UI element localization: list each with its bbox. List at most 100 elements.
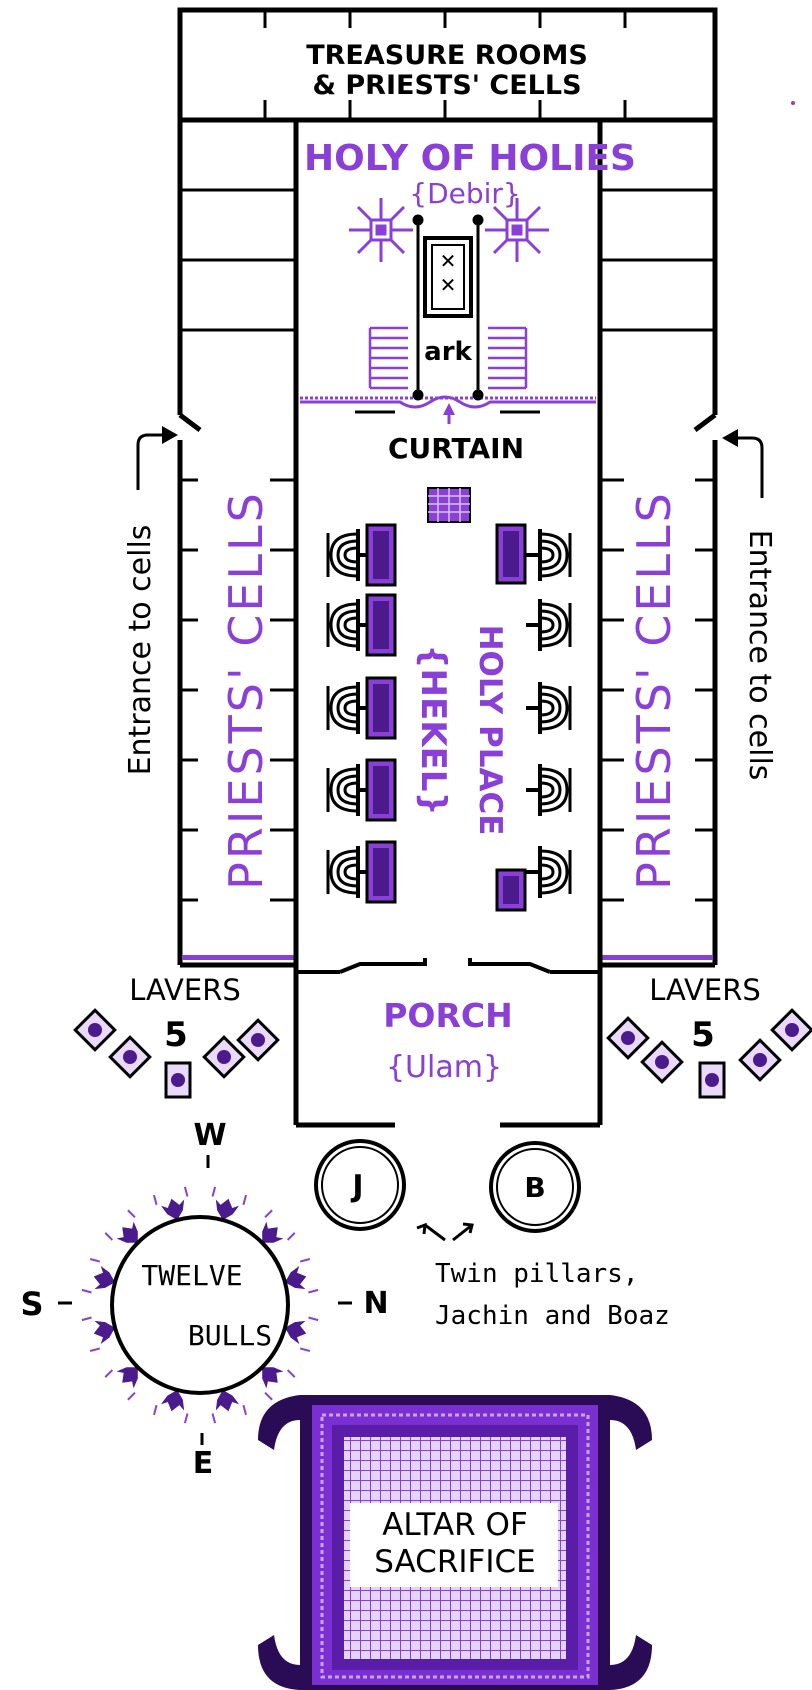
entrance-right-arrow-icon bbox=[722, 429, 764, 498]
lampstand-icon bbox=[326, 599, 372, 651]
bull-icon bbox=[211, 1186, 247, 1220]
compass-west: W bbox=[193, 1118, 226, 1153]
entrance-left-label: Entrance to cells bbox=[123, 525, 158, 776]
porch-label: PORCH bbox=[383, 996, 513, 1035]
priests-cells-right-label: PRIESTS' CELLS bbox=[627, 490, 681, 890]
lampstand-icon bbox=[526, 682, 572, 734]
bull-icon bbox=[81, 1258, 115, 1294]
ark-mercy-seat-icon-2: ✕ bbox=[440, 273, 457, 297]
entrance-right-label: Entrance to cells bbox=[742, 530, 777, 781]
pillars-pointer-icon bbox=[416, 1222, 474, 1242]
altar-of-sacrifice bbox=[258, 1395, 652, 1690]
compass-north: N bbox=[363, 1286, 388, 1321]
laver-icon bbox=[770, 1008, 812, 1052]
showbread-table bbox=[365, 523, 397, 587]
bulls-label-1: TWELVE bbox=[141, 1259, 242, 1292]
bull-icon bbox=[104, 1367, 138, 1401]
showbread-table bbox=[495, 523, 527, 585]
bull-icon bbox=[262, 1367, 296, 1401]
stray-dot bbox=[791, 101, 795, 105]
showbread-table bbox=[365, 676, 397, 740]
lavers-right-count: 5 bbox=[691, 1015, 715, 1055]
bull-icon bbox=[285, 1316, 319, 1352]
pillar-jachin bbox=[314, 1139, 406, 1231]
lampstands-right bbox=[495, 523, 572, 912]
laver-icon bbox=[164, 1061, 192, 1099]
bulls-ring bbox=[81, 1186, 319, 1424]
lampstand-icon bbox=[326, 846, 372, 898]
porch-doorway bbox=[296, 958, 600, 974]
bull-icon bbox=[104, 1209, 138, 1243]
entrance-left-arrow-icon bbox=[136, 426, 178, 490]
lavers-right-group bbox=[606, 1008, 812, 1099]
pillars-caption-1: Twin pillars, bbox=[435, 1259, 639, 1289]
treasure-rooms-label-2: & PRIESTS' CELLS bbox=[312, 70, 581, 101]
lampstand-icon bbox=[526, 529, 572, 581]
bull-icon bbox=[211, 1390, 247, 1424]
bull-icon bbox=[262, 1209, 296, 1243]
lavers-left-count: 5 bbox=[164, 1015, 188, 1055]
debir-label: {Debir} bbox=[409, 177, 520, 210]
treasure-room-dividers bbox=[263, 10, 627, 120]
curtain bbox=[300, 395, 596, 424]
lampstand-icon bbox=[326, 764, 372, 816]
showbread-table bbox=[365, 758, 397, 822]
bulls-label-2: BULLS bbox=[188, 1319, 272, 1352]
altar-label-1: ALTAR OF bbox=[382, 1507, 528, 1543]
lampstand-icon bbox=[526, 599, 572, 651]
holy-of-holies-title: HOLY OF HOLIES bbox=[304, 138, 636, 179]
sanctuary-walls bbox=[293, 117, 603, 1128]
lavers-left-group bbox=[73, 1008, 280, 1099]
showbread-table bbox=[495, 868, 527, 912]
pillars-caption-2: Jachin and Boaz bbox=[435, 1301, 670, 1331]
holy-place-label: HOLY PLACE bbox=[472, 625, 508, 836]
upper-cell-dividers bbox=[180, 188, 715, 332]
lampstand-icon bbox=[526, 764, 572, 816]
laver-icon bbox=[236, 1018, 280, 1062]
right-cells-base bbox=[600, 955, 713, 960]
laver-icon bbox=[606, 1016, 650, 1060]
ark-box bbox=[423, 236, 473, 318]
bull-icon bbox=[153, 1186, 189, 1220]
lower-cell-dividers bbox=[180, 478, 715, 902]
steps-left bbox=[368, 326, 408, 390]
bronze-sea-basin bbox=[110, 1215, 290, 1395]
laver-icon bbox=[73, 1008, 117, 1052]
bull-icon bbox=[285, 1258, 319, 1294]
compass-east: E bbox=[193, 1446, 214, 1481]
ark-mercy-seat-icon: ✕ bbox=[440, 249, 457, 273]
curtain-label: CURTAIN bbox=[388, 432, 524, 465]
lampstands-left bbox=[326, 523, 397, 904]
steps-right bbox=[488, 326, 528, 390]
lavers-right-label: LAVERS bbox=[649, 973, 761, 1007]
showbread-table bbox=[365, 593, 397, 657]
altar-label-2: SACRIFICE bbox=[374, 1544, 535, 1580]
hekel-label: {HEKEL} bbox=[413, 644, 453, 815]
lampstand-icon bbox=[326, 682, 372, 734]
cherub-left-icon bbox=[349, 198, 413, 262]
pillar-j-label: J bbox=[350, 1169, 363, 1204]
lavers-left-label: LAVERS bbox=[129, 973, 241, 1007]
laver-icon bbox=[108, 1035, 152, 1079]
ulam-label: {Ulam} bbox=[386, 1050, 502, 1085]
bull-icon bbox=[153, 1390, 189, 1424]
ark-label: ark bbox=[424, 337, 472, 367]
lampstand-icon bbox=[526, 846, 572, 898]
laver-icon bbox=[738, 1038, 782, 1082]
ark-poles bbox=[412, 214, 484, 401]
compass-south: S bbox=[20, 1285, 43, 1323]
priests-cells-left-label: PRIESTS' CELLS bbox=[219, 490, 273, 890]
ark-inner bbox=[431, 244, 465, 310]
lampstand-icon bbox=[326, 529, 372, 581]
cherub-right-icon bbox=[485, 198, 549, 262]
showbread-table bbox=[365, 840, 397, 904]
pillar-boaz bbox=[489, 1141, 581, 1233]
laver-icon bbox=[698, 1061, 726, 1099]
pillar-b-label: B bbox=[524, 1171, 545, 1204]
treasure-rooms-label-1: TREASURE ROOMS bbox=[306, 40, 588, 71]
bull-icon bbox=[81, 1316, 115, 1352]
left-cells-base bbox=[182, 955, 296, 960]
laver-icon bbox=[640, 1040, 684, 1084]
laver-icon bbox=[202, 1035, 246, 1079]
